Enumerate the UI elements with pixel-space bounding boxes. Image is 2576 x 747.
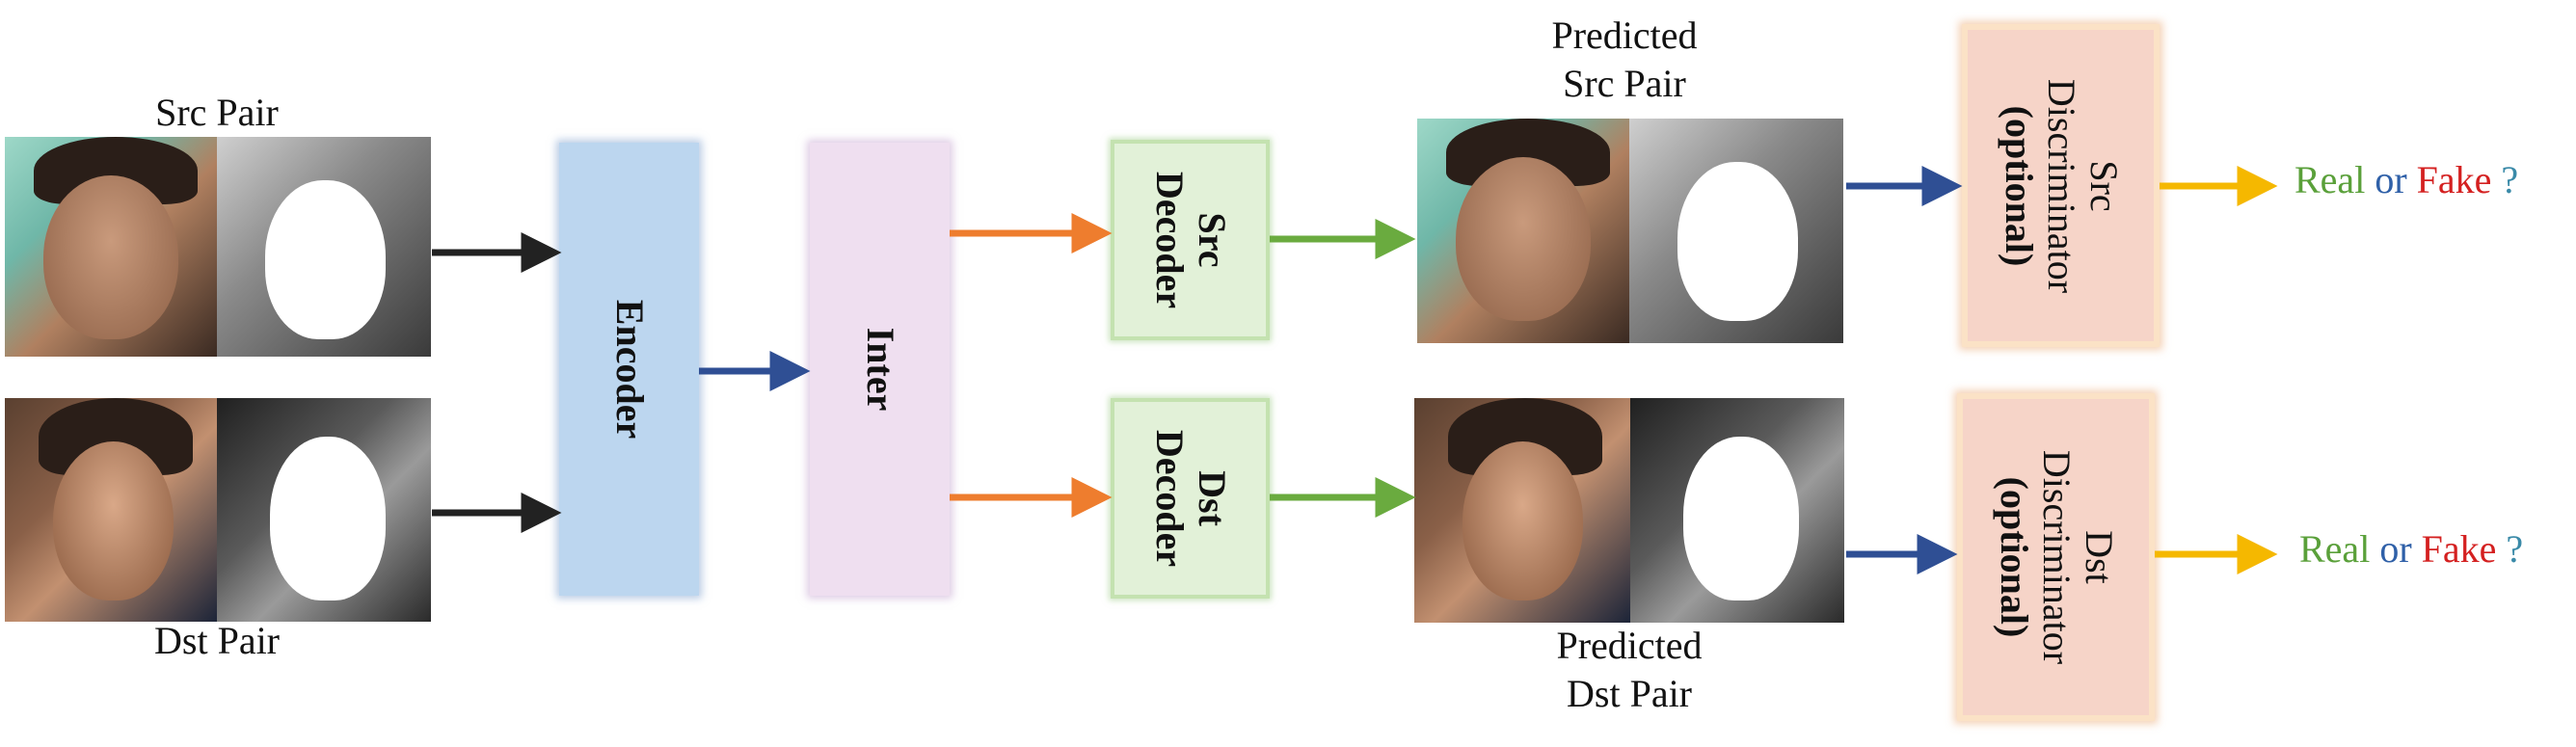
encoder-block: Encoder: [559, 143, 699, 596]
dst-discriminator-label: Dst Discriminator (optional): [1992, 449, 2121, 665]
dst-fake-text: Fake: [2421, 527, 2497, 571]
dst-question-mark: ?: [2506, 527, 2524, 571]
src-fake-text: Fake: [2416, 158, 2492, 201]
src-decoder-line1: Src: [1190, 212, 1234, 268]
src-pair-label: Src Pair: [155, 91, 279, 134]
dst-real-text: Real: [2299, 527, 2371, 571]
dst-disc-line3: (optional): [1992, 476, 2036, 638]
encoder-label: Encoder: [607, 299, 652, 440]
dst-decoder-line1: Dst: [1190, 470, 1234, 526]
predicted-dst-mask-image: [1630, 398, 1844, 623]
dst-mask-image: [217, 398, 431, 622]
src-or-text: or: [2375, 158, 2407, 201]
dst-discriminator-block: Dst Discriminator (optional): [1957, 393, 2155, 721]
src-decoder-block: Src Decoder: [1111, 140, 1270, 340]
dst-decoder-label: Dst Decoder: [1147, 429, 1234, 568]
src-mask-image: [217, 137, 431, 357]
dst-disc-line2: Discriminator: [2034, 449, 2079, 665]
src-outcome: Real or Fake ?: [2294, 157, 2518, 202]
src-disc-line2: Discriminator: [2039, 78, 2083, 293]
dst-decoder-block: Dst Decoder: [1111, 398, 1270, 599]
dst-pair-label: Dst Pair: [154, 619, 280, 662]
src-face-image: [5, 137, 217, 357]
src-decoder-label: Src Decoder: [1147, 171, 1234, 309]
inter-block: Inter: [810, 143, 950, 596]
predicted-dst-label: Predicted Dst Pair: [1518, 622, 1740, 718]
predicted-dst-line1: Predicted: [1556, 624, 1703, 667]
predicted-src-face-image: [1417, 119, 1629, 343]
inter-label: Inter: [858, 327, 902, 412]
predicted-dst-face-image: [1414, 398, 1630, 623]
dst-or-text: or: [2379, 527, 2412, 571]
predicted-dst-line2: Dst Pair: [1567, 672, 1692, 715]
dst-face-image: [5, 398, 217, 622]
dst-outcome: Real or Fake ?: [2299, 526, 2523, 572]
src-discriminator-label: Src Discriminator (optional): [1997, 78, 2126, 293]
predicted-src-line2: Src Pair: [1563, 62, 1686, 105]
predicted-src-mask-image: [1629, 119, 1843, 343]
src-real-text: Real: [2294, 158, 2366, 201]
src-disc-line3: (optional): [1997, 105, 2041, 266]
predicted-src-line1: Predicted: [1551, 13, 1698, 57]
src-discriminator-block: Src Discriminator (optional): [1962, 24, 2160, 347]
src-disc-line1: Src: [2081, 159, 2126, 212]
src-decoder-line2: Decoder: [1147, 171, 1192, 309]
dst-disc-line1: Dst: [2077, 530, 2121, 584]
predicted-src-label: Predicted Src Pair: [1514, 12, 1735, 108]
dst-decoder-line2: Decoder: [1147, 429, 1192, 568]
src-question-mark: ?: [2501, 158, 2519, 201]
